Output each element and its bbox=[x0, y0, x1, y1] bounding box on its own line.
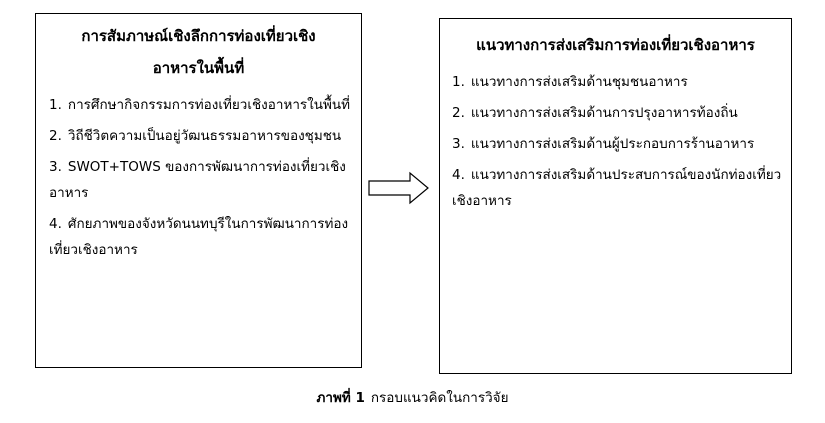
figure-caption-label: ภาพที่ 1 bbox=[316, 390, 365, 406]
interview-item-2: 2. วิถีชีวิตความเป็นอยู่วัฒนธรรมอาหารของช… bbox=[49, 123, 353, 149]
figure-caption: ภาพที่ 1 กรอบแนวคิดในการวิจัย bbox=[0, 388, 825, 408]
interview-box-title-line1: การสัมภาษณ์เชิงลึกการท่องเที่ยวเชิง bbox=[81, 27, 316, 45]
promotion-item-4: 4.แนวทางการส่งเสริมด้านประสบการณ์ของนักท… bbox=[452, 162, 783, 214]
interview-item-text: วิถีชีวิตความเป็นอยู่วัฒนธรรมอาหารของชุม… bbox=[67, 128, 342, 144]
promotion-item-2: 2. แนวทางการส่งเสริมด้านการปรุงอาหารท้องถ… bbox=[452, 100, 783, 126]
interview-item-text: การศึกษากิจกรรมการท่องเที่ยวเชิงอาหารในพ… bbox=[67, 97, 351, 113]
promotion-item-list: 1. แนวทางการส่งเสริมด้านชุมชนอาหาร 2. แนวท… bbox=[440, 61, 791, 214]
interview-item-number: 3. bbox=[49, 159, 62, 175]
interview-item-1: 1. การศึกษากิจกรรมการท่องเที่ยวเชิงอาหารใ… bbox=[49, 92, 353, 118]
figure-caption-text: กรอบแนวคิดในการวิจัย bbox=[370, 390, 509, 406]
promotion-item-text: แนวทางการส่งเสริมด้านชุมชนอาหาร bbox=[470, 74, 688, 90]
interview-item-number: 2. bbox=[49, 128, 62, 144]
interview-item-list: 1. การศึกษากิจกรรมการท่องเที่ยวเชิงอาหารใ… bbox=[36, 84, 361, 263]
promotion-item-number: 4. bbox=[452, 167, 465, 183]
interview-box-title: การสัมภาษณ์เชิงลึกการท่องเที่ยวเชิง อาหา… bbox=[36, 14, 361, 84]
interview-box-title-line2: อาหารในพื้นที่ bbox=[152, 59, 245, 77]
promotion-item-3: 3. แนวทางการส่งเสริมด้านผู้ประกอบการร้านอ… bbox=[452, 131, 783, 157]
interview-item-4: 4.ศักยภาพของจังหวัดนนทบุรีในการพัฒนาการท… bbox=[49, 211, 353, 263]
interview-item-text: SWOT+TOWS ของการพัฒนาการท่องเที่ยวเชิงอา… bbox=[49, 159, 346, 201]
promotion-item-text: แนวทางการส่งเสริมด้านการปรุงอาหารท้องถิ่… bbox=[470, 105, 738, 121]
promotion-item-1: 1. แนวทางการส่งเสริมด้านชุมชนอาหาร bbox=[452, 69, 783, 95]
promotion-item-number: 2. bbox=[452, 105, 465, 121]
promotion-item-text: แนวทางการส่งเสริมด้านประสบการณ์ของนักท่อ… bbox=[452, 167, 782, 209]
promotion-box: แนวทางการส่งเสริมการท่องเที่ยวเชิงอาหาร … bbox=[439, 18, 792, 374]
interview-item-3: 3.SWOT+TOWS ของการพัฒนาการท่องเที่ยวเชิง… bbox=[49, 154, 353, 206]
promotion-item-number: 1. bbox=[452, 74, 465, 90]
promotion-item-text: แนวทางการส่งเสริมด้านผู้ประกอบการร้านอาห… bbox=[470, 136, 755, 152]
interview-item-text: ศักยภาพของจังหวัดนนทบุรีในการพัฒนาการท่อ… bbox=[49, 216, 349, 258]
right-arrow-icon bbox=[368, 171, 429, 205]
interview-box: การสัมภาษณ์เชิงลึกการท่องเที่ยวเชิง อาหา… bbox=[35, 13, 362, 368]
promotion-box-title: แนวทางการส่งเสริมการท่องเที่ยวเชิงอาหาร bbox=[476, 36, 755, 54]
interview-item-number: 4. bbox=[49, 216, 62, 232]
promotion-item-number: 3. bbox=[452, 136, 465, 152]
interview-item-number: 1. bbox=[49, 97, 62, 113]
